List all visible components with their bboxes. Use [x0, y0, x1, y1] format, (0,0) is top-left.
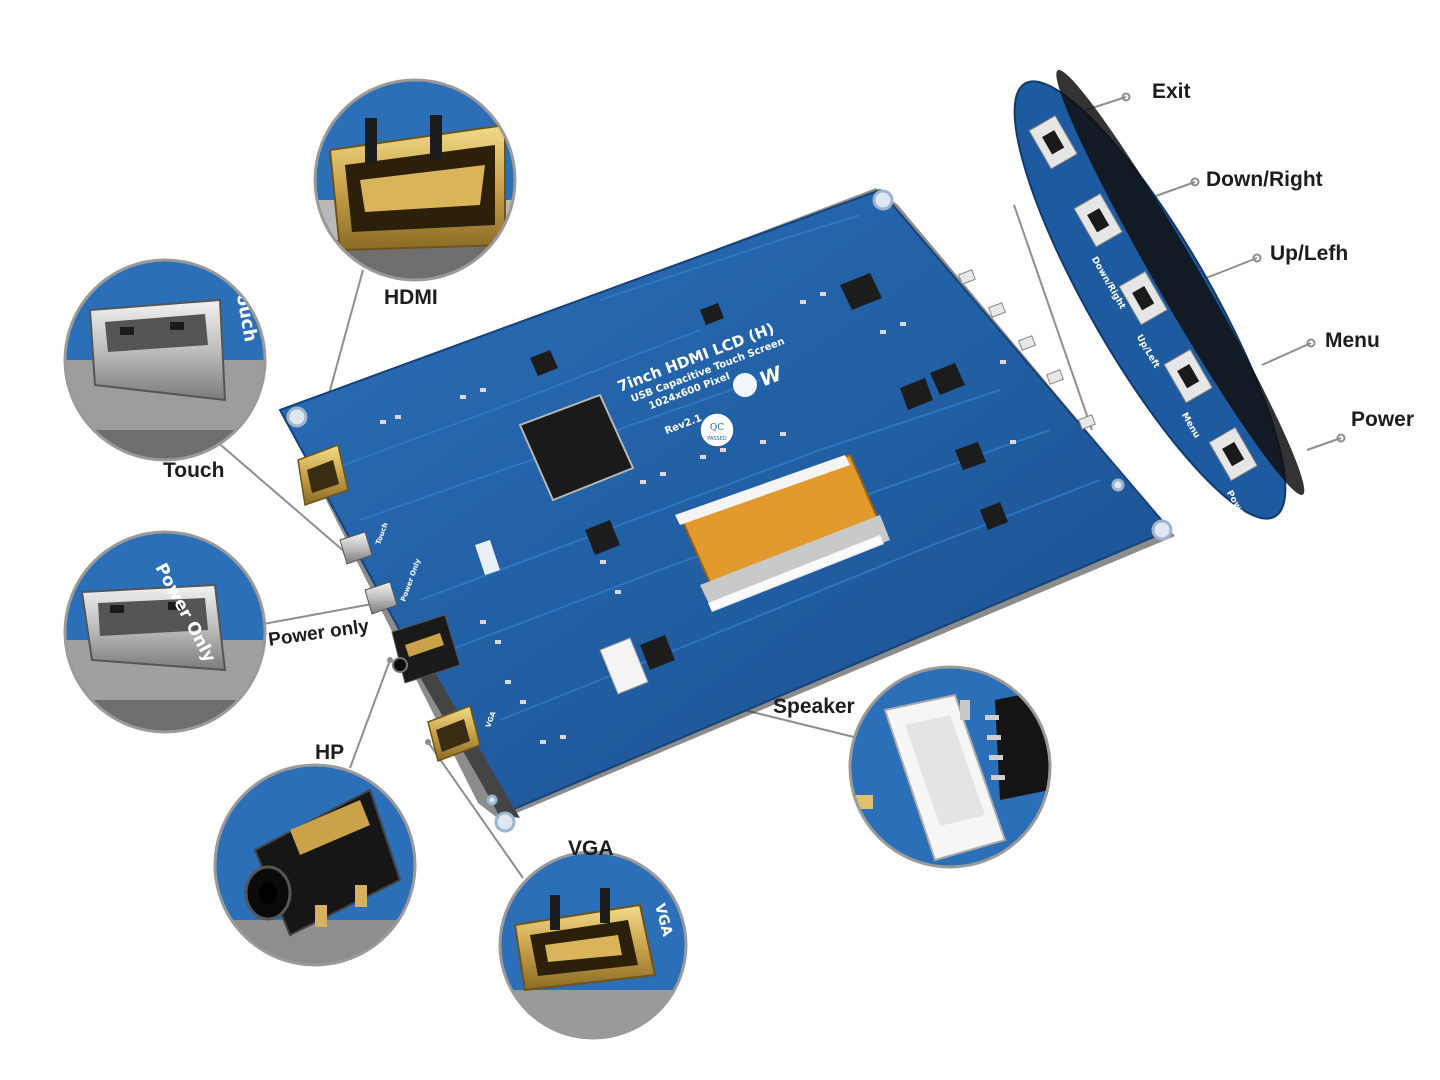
board-power-port	[364, 581, 398, 615]
lcd-board: QC PASSED 7inch HDMI LCD (H) USB Capacit…	[278, 188, 1175, 833]
power-leader	[257, 603, 373, 626]
mounting-holes	[286, 189, 1173, 833]
main-chip	[518, 393, 635, 502]
board-slot	[708, 535, 884, 612]
board-hp-jack	[391, 614, 461, 684]
smd-components	[380, 292, 1016, 744]
button-strip: Down/Right Up/Left Menu Power	[1013, 70, 1305, 522]
board-speaker-connector	[599, 637, 649, 695]
hp-zoom	[213, 763, 417, 967]
board-touch-port	[339, 531, 373, 565]
menu-leader	[1261, 342, 1312, 366]
label-hp: HP	[315, 741, 345, 764]
label-speaker: Speaker	[773, 695, 855, 718]
touch-leader	[214, 439, 347, 554]
speaker-zoom	[848, 665, 1052, 869]
board-side-buttons	[958, 269, 1096, 430]
power-zoom: Power Only	[63, 530, 267, 734]
board-hdmi-port	[297, 443, 349, 507]
label-up-left: Up/Lefh	[1270, 242, 1349, 265]
label-exit: Exit	[1152, 80, 1191, 103]
waveshare-logo-icon	[733, 373, 757, 397]
label-hdmi: HDMI	[384, 286, 438, 309]
label-vga: VGA	[568, 837, 614, 860]
power-btn-leader	[1306, 437, 1342, 451]
fpc-latch	[675, 455, 850, 525]
small-chips	[530, 273, 1008, 670]
board-vga-port	[427, 705, 481, 762]
label-power: Power	[1351, 408, 1415, 431]
hp-leader	[349, 659, 391, 769]
qc-line1: QC	[710, 423, 724, 433]
qc-line2: PASSED	[707, 436, 727, 442]
label-menu: Menu	[1325, 329, 1380, 352]
qc-sticker	[699, 412, 735, 448]
vga-leader	[427, 741, 524, 879]
strip-buttons	[1028, 115, 1258, 482]
vga-zoom: VGA	[498, 850, 688, 1040]
side-link-leader	[1013, 204, 1093, 431]
label-down-right: Down/Right	[1206, 168, 1323, 191]
label-touch: Touch	[163, 459, 225, 482]
touch-zoom: Touch	[63, 258, 267, 462]
fpc-stiffener	[700, 515, 890, 610]
hdmi-zoom	[313, 78, 517, 282]
